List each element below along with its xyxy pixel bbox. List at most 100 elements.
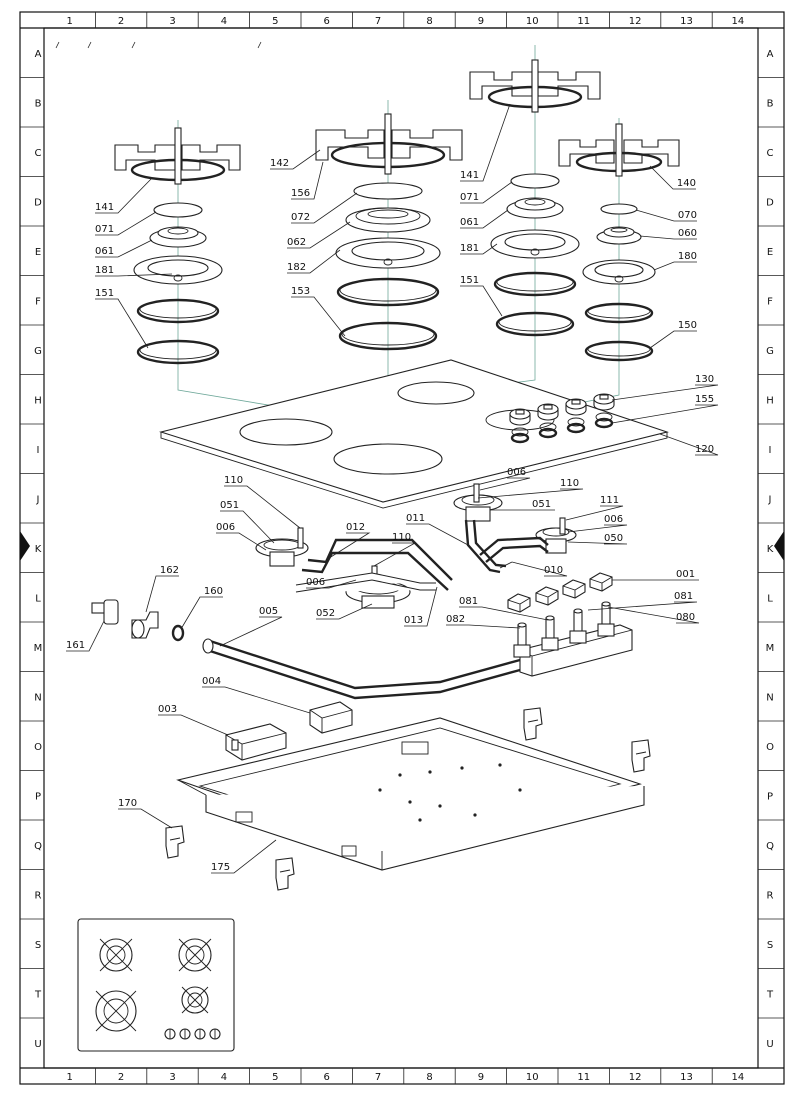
grid-col-bottom-6: 6 xyxy=(324,1072,330,1083)
callout-label-p013: 013 xyxy=(404,615,423,626)
callout-leader xyxy=(118,808,173,829)
callout-p050: 050 xyxy=(567,533,628,545)
callout-leader xyxy=(635,209,697,222)
callout-leader xyxy=(477,488,584,499)
ring-181-rear xyxy=(490,229,580,259)
tap-080 xyxy=(597,601,615,637)
callout-label-p142: 142 xyxy=(270,158,289,169)
grid-row-left-T: T xyxy=(34,989,42,1000)
grid-col-top-3: 3 xyxy=(169,16,175,27)
callout-p082: 082 xyxy=(446,614,521,629)
callout-p062: 062 xyxy=(287,221,351,249)
grid-col-top-2: 2 xyxy=(118,16,124,27)
inset-burner-bl xyxy=(95,990,137,1032)
callout-leader xyxy=(95,177,153,214)
knob-1 xyxy=(509,408,531,426)
elbow-162 xyxy=(131,611,159,639)
gas-pipes xyxy=(295,519,549,593)
left-center-marker xyxy=(20,531,30,561)
callout-label-p180: 180 xyxy=(678,251,697,262)
callout-p170: 170 xyxy=(118,798,173,829)
callout-p070: 070 xyxy=(635,209,697,222)
ring-180 xyxy=(582,259,656,285)
callout-label-p130: 130 xyxy=(695,374,714,385)
callout-leader xyxy=(291,161,324,200)
callout-label-p181b: 181 xyxy=(460,243,479,254)
gasket-150a xyxy=(584,302,654,324)
callout-label-p140: 140 xyxy=(677,178,696,189)
callout-label-p160: 160 xyxy=(204,586,223,597)
callout-leader xyxy=(649,330,697,349)
callout-p011: 011 xyxy=(406,513,469,546)
drawing-frame xyxy=(19,11,785,1085)
callout-p130: 130 xyxy=(611,374,719,401)
callout-p141a: 141 xyxy=(95,177,153,214)
grid-row-left-C: C xyxy=(35,148,42,159)
callout-leader xyxy=(459,606,549,621)
grid-row-right-J: J xyxy=(768,494,772,505)
callout-label-p141a: 141 xyxy=(95,202,114,213)
callout-p160: 160 xyxy=(180,586,223,630)
ring-181-left xyxy=(133,255,223,285)
grid-col-bottom-7: 7 xyxy=(375,1072,381,1083)
top-left-ticks xyxy=(55,41,262,49)
callout-label-p110c: 110 xyxy=(560,478,579,489)
callout-leader xyxy=(95,298,149,349)
callout-label-p070: 070 xyxy=(678,210,697,221)
callout-leader xyxy=(287,249,341,274)
callout-label-p110a: 110 xyxy=(224,475,243,486)
callout-p012: 012 xyxy=(325,522,371,561)
callout-leader xyxy=(291,192,358,224)
callout-p120: 120 xyxy=(659,433,719,456)
callout-p081a: 081 xyxy=(459,596,549,621)
callout-leader xyxy=(567,541,628,545)
grid-row-right-D: D xyxy=(766,197,774,208)
callout-leader xyxy=(567,524,628,533)
grid-row-right-F: F xyxy=(767,296,773,307)
fitting-161 xyxy=(91,599,119,625)
callout-label-p150: 150 xyxy=(678,320,697,331)
callout-leader xyxy=(158,714,229,736)
grid-row-left-O: O xyxy=(34,742,42,753)
callout-leader xyxy=(460,181,513,204)
grid-row-left-D: D xyxy=(34,197,42,208)
callout-label-p012: 012 xyxy=(346,522,365,533)
inset-knobs xyxy=(164,1028,221,1040)
small-burner-stack xyxy=(558,123,680,362)
callout-label-p120: 120 xyxy=(695,444,714,455)
callout-leader xyxy=(145,575,179,613)
grid-row-left-K: K xyxy=(35,544,42,555)
callout-leader xyxy=(287,221,351,249)
callout-leader xyxy=(216,532,267,551)
callout-p181a: 181 xyxy=(95,265,173,277)
callout-p071a: 071 xyxy=(95,211,157,236)
grid-row-left-B: B xyxy=(35,98,42,109)
grid-col-top-4: 4 xyxy=(221,16,227,27)
callout-p013: 013 xyxy=(404,586,438,627)
callout-p175: 175 xyxy=(211,839,277,874)
callout-leader xyxy=(611,404,719,424)
callout-p161: 161 xyxy=(66,620,105,652)
callout-leader xyxy=(316,603,373,620)
tap-082 xyxy=(513,622,531,658)
callout-leader xyxy=(224,485,301,529)
gasket-151a-left xyxy=(136,298,220,324)
callout-label-p111: 111 xyxy=(600,495,619,506)
grid-row-left-A: A xyxy=(35,49,42,60)
grid-row-right-U: U xyxy=(766,1039,773,1050)
callout-p061b: 061 xyxy=(460,209,509,229)
injector-holder-051-rear xyxy=(453,483,503,522)
inset-burner-br xyxy=(181,986,209,1014)
callout-p003: 003 xyxy=(158,704,229,736)
grid-col-top-8: 8 xyxy=(426,16,432,27)
callout-p110a: 110 xyxy=(224,475,301,529)
grid-row-right-P: P xyxy=(767,791,773,802)
rear-burner-stack xyxy=(469,59,601,337)
grid-col-bottom-10: 10 xyxy=(526,1072,539,1083)
grid-col-bottom-14: 14 xyxy=(732,1072,745,1083)
callout-label-p005: 005 xyxy=(259,606,278,617)
inset-burner-tr xyxy=(178,938,212,972)
callout-label-p051a: 051 xyxy=(220,500,239,511)
callout-label-p080: 080 xyxy=(676,612,695,623)
